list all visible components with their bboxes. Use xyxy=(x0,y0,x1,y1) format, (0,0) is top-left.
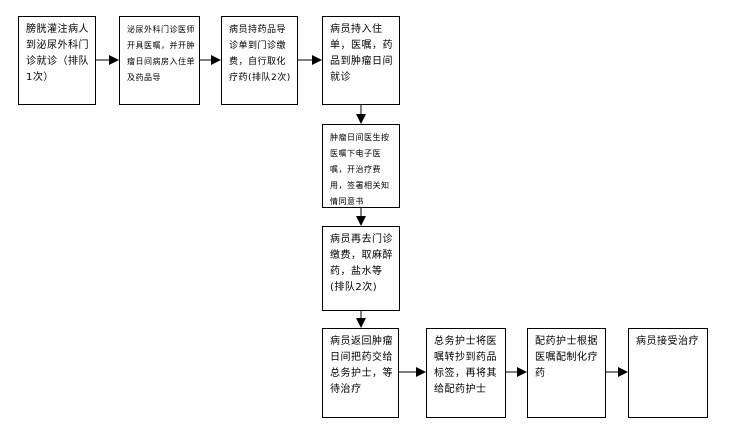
step-7-box: 病员返回肿瘤日间把药交给总务护士，等待治疗 xyxy=(322,328,399,418)
step-3-box: 病员持药品导诊单到门诊缴费，自行取化疗药(排队2次) xyxy=(221,16,298,105)
step-1-box: 膀胱灌注病人到泌尿外科门诊就诊（排队1次） xyxy=(18,16,96,105)
step-5-box: 肿瘤日间医生按医嘱下电子医嘱，开治疗费用，签署相关知情同意书 xyxy=(322,124,400,208)
step-10-box: 病员接受治疗 xyxy=(628,328,708,418)
step-9-box: 配药护士根据医嘱配制化疗药 xyxy=(527,328,606,418)
step-6-text: 病员再去门诊缴费，取麻醉药，盐水等(排队2次) xyxy=(330,234,393,293)
step-4-text: 病员持入住单，医嘱，药品到肿瘤日间就诊 xyxy=(330,24,393,83)
step-9-text: 配药护士根据医嘱配制化疗药 xyxy=(535,336,598,379)
step-2-box: 泌尿外科门诊医师开具医嘱，并开肿瘤日间病房入住单及药品导 xyxy=(119,16,200,105)
step-5-text: 肿瘤日间医生按医嘱下电子医嘱，开治疗费用，签署相关知情同意书 xyxy=(330,133,390,206)
step-4-box: 病员持入住单，医嘱，药品到肿瘤日间就诊 xyxy=(322,16,400,105)
step-7-text: 病员返回肿瘤日间把药交给总务护士，等待治疗 xyxy=(330,336,393,395)
step-10-text: 病员接受治疗 xyxy=(636,336,699,347)
step-8-text: 总务护士将医嘱转抄到药品标签，再将其给配药护士 xyxy=(434,336,497,395)
step-1-text: 膀胱灌注病人到泌尿外科门诊就诊（排队1次） xyxy=(26,24,89,83)
step-2-text: 泌尿外科门诊医师开具医嘱，并开肿瘤日间病房入住单及药品导 xyxy=(127,25,195,82)
step-6-box: 病员再去门诊缴费，取麻醉药，盐水等(排队2次) xyxy=(322,226,400,311)
step-8-box: 总务护士将医嘱转抄到药品标签，再将其给配药护士 xyxy=(426,328,506,418)
step-3-text: 病员持药品导诊单到门诊缴费，自行取化疗药(排队2次) xyxy=(229,25,291,83)
